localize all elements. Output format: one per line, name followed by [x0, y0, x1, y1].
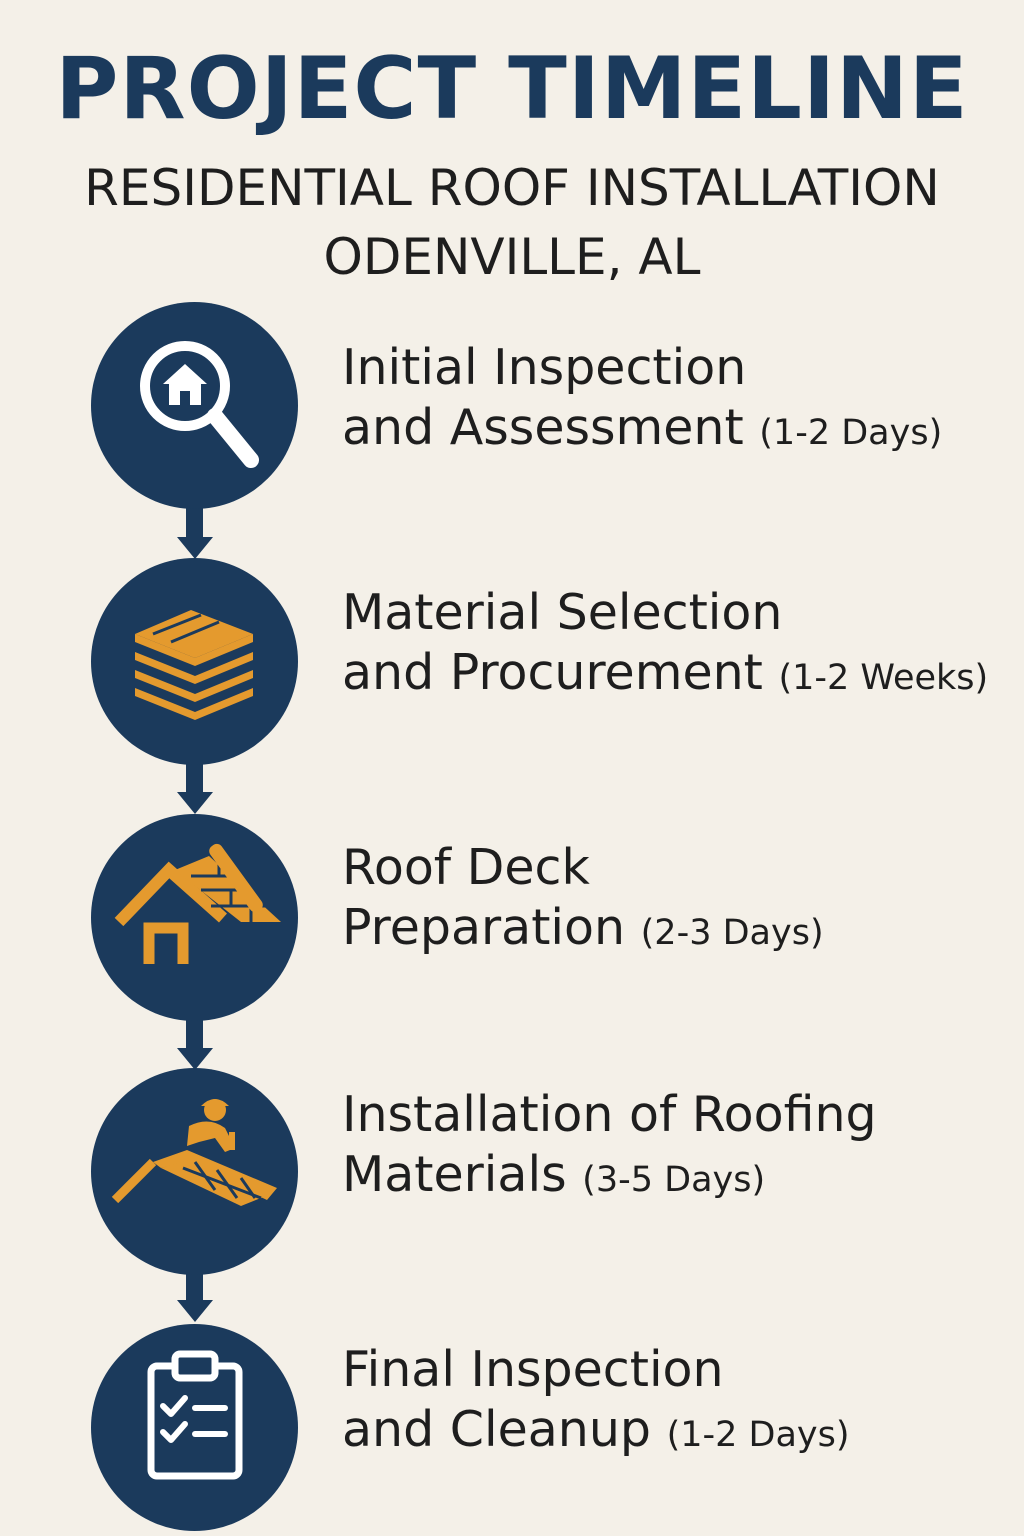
step-4-title-cont: Materials	[342, 1146, 567, 1203]
house-magnifier-icon	[140, 341, 259, 468]
connector-line	[186, 762, 203, 794]
step-3-text: Roof Deck Preparation (2-3 Days)	[342, 838, 824, 963]
step-3-title: Roof Deck	[342, 839, 590, 896]
step-1-circle	[91, 302, 298, 509]
material-stack-icon	[135, 610, 253, 720]
down-arrow-icon	[177, 1300, 213, 1322]
step-3-circle	[91, 814, 298, 1021]
step-1-duration: (1-2 Days)	[759, 413, 943, 453]
project-subtitle: RESIDENTIAL ROOF INSTALLATION	[84, 159, 940, 217]
step-2-title-cont: and Procurement	[342, 644, 763, 701]
step-1-title-cont: and Assessment	[342, 399, 744, 456]
step-5-title-cont: and Cleanup	[342, 1401, 651, 1458]
step-2-duration: (1-2 Weeks)	[778, 658, 989, 698]
step-4-duration: (3-5 Days)	[582, 1160, 766, 1200]
step-5-duration: (1-2 Days)	[666, 1415, 850, 1455]
connector-line	[186, 1272, 203, 1302]
clipboard-checklist-icon	[147, 1350, 243, 1480]
roof-deck-icon	[114, 843, 281, 964]
step-3-duration: (2-3 Days)	[640, 913, 824, 953]
step-1-title: Initial Inspection	[342, 339, 747, 396]
step-5-text: Final Inspection and Cleanup (1-2 Days)	[342, 1340, 850, 1465]
step-5-title: Final Inspection	[342, 1341, 724, 1398]
project-location: ODENVILLE, AL	[323, 228, 701, 286]
down-arrow-icon	[177, 1048, 213, 1070]
roofer-installing-icon	[111, 1099, 277, 1206]
step-2-title: Material Selection	[342, 584, 783, 641]
step-5-circle	[91, 1324, 298, 1531]
connector-line	[186, 505, 203, 539]
page-title: PROJECT TIMELINE	[55, 39, 969, 139]
down-arrow-icon	[177, 792, 213, 814]
step-4-text: Installation of Roofing Materials (3-5 D…	[342, 1085, 877, 1210]
step-1-text: Initial Inspection and Assessment (1-2 D…	[342, 338, 942, 463]
connector-line	[186, 1018, 203, 1050]
step-2-text: Material Selection and Procurement (1-2 …	[342, 583, 988, 708]
step-4-title: Installation of Roofing	[342, 1086, 877, 1143]
step-4-circle	[91, 1068, 298, 1275]
step-2-circle	[91, 558, 298, 765]
down-arrow-icon	[177, 537, 213, 559]
step-3-title-cont: Preparation	[342, 899, 626, 956]
